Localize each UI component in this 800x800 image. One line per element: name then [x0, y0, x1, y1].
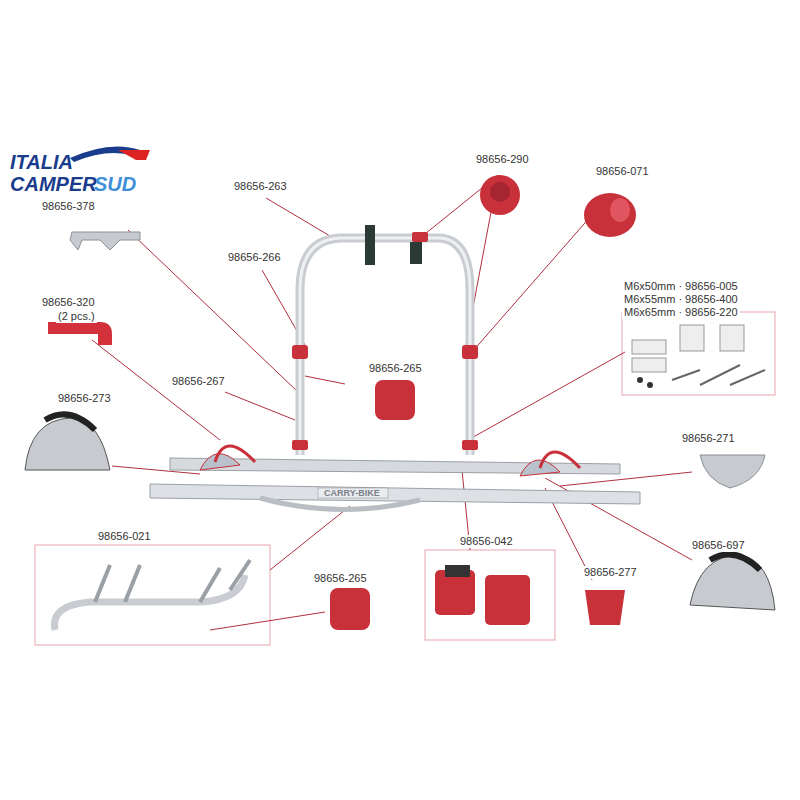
strap-part: [48, 322, 112, 345]
knob-part: [480, 175, 520, 215]
callout-number: 98656-378: [40, 200, 97, 213]
callout-number: 98656-266: [226, 251, 283, 264]
callout-number: 98656-042: [458, 535, 515, 548]
clamp-part: [70, 232, 140, 250]
callout-number: M6x65mm · 98656-220: [622, 306, 740, 319]
knob-part: [584, 193, 636, 237]
callout-number: 98656-277: [582, 566, 639, 579]
callout-number: 98656-273: [56, 392, 113, 405]
end-cap-part: [330, 588, 370, 630]
callout-number: 98656-290: [474, 153, 531, 166]
knob-part: [585, 590, 625, 625]
support-part: [54, 575, 245, 630]
group-box: [622, 312, 775, 395]
screw-set: [632, 325, 765, 388]
logo-text: ITALIA: [10, 150, 73, 174]
group-box: [425, 550, 555, 640]
leader-lines: [92, 175, 692, 630]
quantity-note: (2 pcs.): [56, 310, 97, 323]
callout-number: 98656-267: [170, 375, 227, 388]
wheel-holder-part: [690, 555, 775, 610]
callout-number: 98656-265: [367, 362, 424, 375]
logo-text: SUD: [94, 172, 136, 196]
logo-text: CAMPER: [10, 172, 97, 196]
callout-number: M6x55mm · 98656-400: [622, 293, 740, 306]
carry-bike-rack: [150, 225, 640, 510]
callout-number: 98656-265: [312, 572, 369, 585]
group-box: [35, 545, 270, 645]
product-name: CARRY-BIKE: [324, 488, 380, 499]
callout-number: 98656-320: [40, 296, 97, 309]
wheel-holder-part: [25, 418, 110, 470]
callout-number: 98656-071: [594, 165, 651, 178]
callout-number: 98656-697: [690, 539, 747, 552]
callout-number: 98656-021: [96, 530, 153, 543]
callout-number: 98656-263: [232, 180, 289, 193]
callout-number: 98656-271: [680, 432, 737, 445]
end-cap-part: [375, 380, 415, 420]
callout-number: M6x50mm · 98656-005: [622, 280, 740, 293]
logo-swoosh: [118, 150, 150, 160]
end-cap-part: [700, 455, 765, 488]
